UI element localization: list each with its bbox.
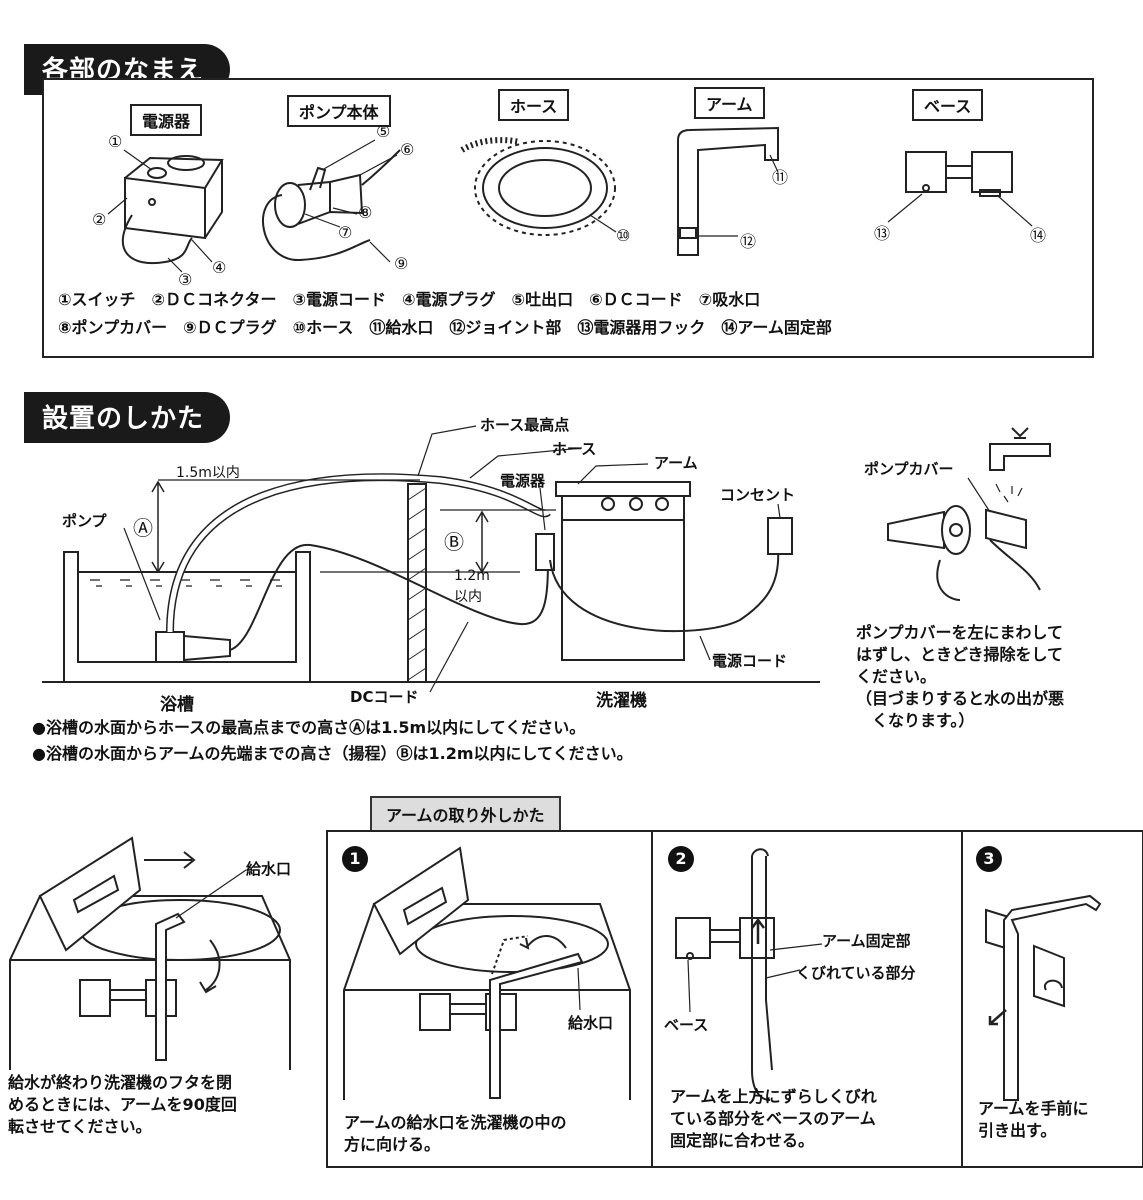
callout-14: ⑭ xyxy=(1030,226,1047,245)
part-label-power: 電源器 xyxy=(130,104,203,136)
part-label-arm: アーム xyxy=(694,87,765,119)
mark-b: Ⓑ xyxy=(444,530,464,554)
parts-legend-line2: ⑧ポンプカバー ⑨ＤＣプラグ ⑩ホース ⑪給水口 ⑫ジョイント部 ⑬電源器用フッ… xyxy=(58,318,832,337)
part-label-hose: ホース xyxy=(498,89,570,121)
section2-title: 設置のしかた xyxy=(24,392,231,443)
part-label-base: ベース xyxy=(912,89,984,121)
left-label-supply: 給水口 xyxy=(246,860,292,878)
callout-11: ⑪ xyxy=(772,168,789,187)
step2-label-neck: くびれている部分 xyxy=(796,964,916,982)
callout-6: ⑥ xyxy=(400,140,415,159)
callout-2: ② xyxy=(92,210,107,229)
callout-12: ⑫ xyxy=(740,232,757,251)
part-label-pump: ポンプ本体 xyxy=(287,95,391,127)
step2-label-arm-fixing: アーム固定部 xyxy=(822,932,911,950)
callout-5: ⑤ xyxy=(376,122,391,141)
parts-legend-line1: ①スイッチ ②ＤＣコネクター ③電源コード ④電源プラグ ⑤吐出口 ⑥ＤＣコード… xyxy=(58,290,761,309)
label-hose-top: ホース最高点 xyxy=(480,416,570,434)
label-power-unit: 電源器 xyxy=(500,472,546,490)
step3-instructions: アームを手前に 引き出す。 xyxy=(978,1099,1089,1140)
install-note-2: ●浴槽の水面からアームの先端までの高さ（揚程）Ⓑは1.2m以内にしてください。 xyxy=(32,744,633,763)
callout-3: ③ xyxy=(178,270,193,289)
mark-a: Ⓐ xyxy=(133,516,153,540)
label-washer: 洗濯機 xyxy=(596,691,647,711)
label-pump-cover: ポンプカバー xyxy=(864,460,954,478)
label-height-b2: 以内 xyxy=(454,589,482,605)
label-outlet: コンセント xyxy=(720,486,796,504)
section3-title: アームの取り外しかた xyxy=(370,796,561,832)
label-pump: ポンプ xyxy=(62,512,107,530)
callout-10: ⑩ xyxy=(616,226,631,245)
callout-4: ④ xyxy=(212,258,227,277)
step1-label-supply: 給水口 xyxy=(568,1014,614,1032)
label-hose: ホース xyxy=(552,440,597,458)
step1-instructions: アームの給水口を洗濯機の中の 方に向ける。 xyxy=(344,1113,567,1154)
callout-13: ⑬ xyxy=(874,224,891,243)
step2-label-base: ベース xyxy=(664,1016,709,1034)
left-instructions: 給水が終わり洗濯機のフタを閉 めるときには、アームを90度回 転させてください。 xyxy=(8,1073,237,1136)
step3-number: 3 xyxy=(976,846,1002,872)
label-bathtub: 浴槽 xyxy=(160,695,194,715)
callout-8: ⑧ xyxy=(358,203,373,222)
label-height-a: 1.5m以内 xyxy=(176,465,240,481)
callout-9: ⑨ xyxy=(394,254,409,273)
label-height-b1: 1.2m xyxy=(454,568,490,584)
label-dc-cord: DCコード xyxy=(350,688,419,706)
label-power-cord: 電源コード xyxy=(712,652,788,670)
step2-instructions: アームを上方にずらしくびれ ている部分をベースのアーム 固定部に合わせる。 xyxy=(670,1087,877,1150)
step1-number: 1 xyxy=(342,846,368,872)
callout-1: ① xyxy=(108,132,123,151)
pump-cover-instructions: ポンプカバーを左にまわして はずし、ときどき掃除をして ください。 （目づまりす… xyxy=(856,623,1065,730)
step-divider-1 xyxy=(651,830,653,1166)
label-arm: アーム xyxy=(654,454,698,472)
step2-number: 2 xyxy=(668,846,694,872)
install-note-1: ●浴槽の水面からホースの最高点までの高さⒶは1.5m以内にしてください。 xyxy=(32,718,586,737)
callout-7: ⑦ xyxy=(338,223,353,242)
step-divider-2 xyxy=(961,830,963,1166)
